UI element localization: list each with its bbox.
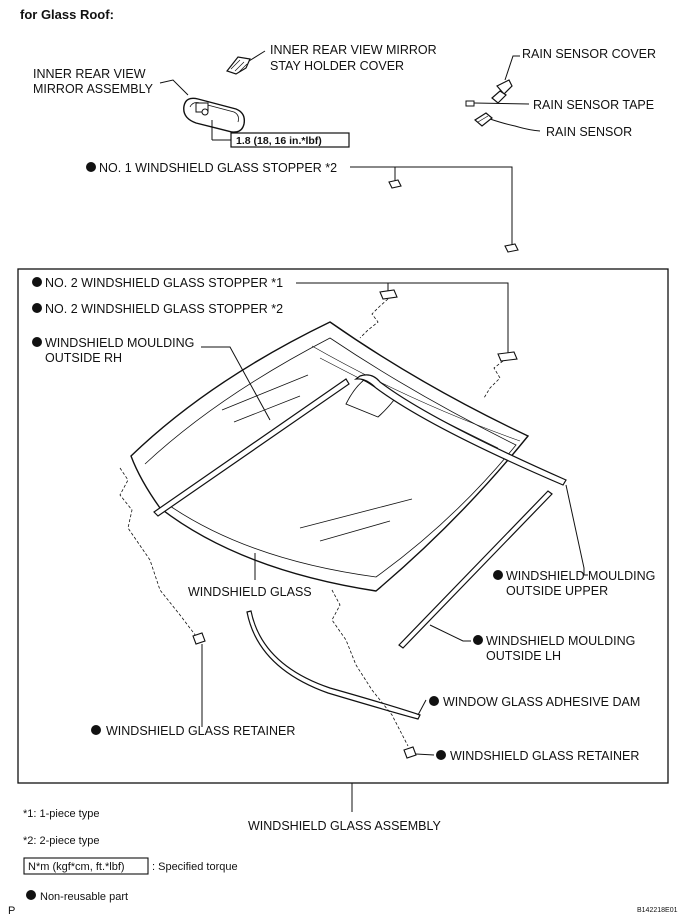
leader-line [159, 79, 189, 96]
legend-non-reusable-text: Non-reusable part [40, 891, 128, 903]
no2-stopper-part [379, 289, 398, 300]
leader-line [504, 55, 520, 81]
moulding-upper-part [353, 374, 567, 486]
diagram-title: for Glass Roof: [20, 7, 114, 22]
mirror-stay-holder-cover-part [226, 56, 251, 75]
placement-line [483, 360, 504, 399]
adhesive-dam-part [246, 610, 421, 720]
label-moulding-upper-line1: WINDSHIELD MOULDING [506, 569, 655, 583]
inner-mirror-part [183, 97, 246, 140]
label-moulding-rh-line1: WINDSHIELD MOULDING [45, 336, 194, 350]
non-reusable-mark [86, 162, 96, 172]
rain-sensor-part [473, 112, 493, 127]
non-reusable-mark [473, 635, 483, 645]
label-no2-stopper-2piece: NO. 2 WINDSHIELD GLASS STOPPER *2 [45, 302, 283, 316]
leader-line [429, 624, 471, 642]
label-retainer-right: WINDSHIELD GLASS RETAINER [450, 749, 639, 763]
retainer-right-part [403, 746, 417, 759]
no2-stopper-part [497, 351, 518, 362]
label-no2-stopper-1piece: NO. 2 WINDSHIELD GLASS STOPPER *1 [45, 276, 283, 290]
non-reusable-mark [493, 570, 503, 580]
leader-line [415, 753, 435, 756]
windshield-glass-part [130, 321, 530, 592]
leader-line [248, 50, 266, 62]
legend-torque-desc: : Specified torque [152, 861, 238, 873]
non-reusable-mark [91, 725, 101, 735]
non-reusable-mark [429, 696, 439, 706]
placement-line [119, 467, 197, 637]
placement-line [359, 298, 389, 339]
label-windshield-assembly: WINDSHIELD GLASS ASSEMBLY [248, 819, 442, 833]
leader-line [489, 118, 541, 132]
moulding-rh-part [153, 378, 350, 517]
label-adhesive-dam: WINDOW GLASS ADHESIVE DAM [443, 695, 640, 709]
leader-line [296, 282, 509, 353]
torque-value: 1.8 (18, 16 in.*lbf) [236, 135, 322, 147]
label-moulding-upper-line2: OUTSIDE UPPER [506, 584, 608, 598]
label-retainer-left: WINDSHIELD GLASS RETAINER [106, 724, 295, 738]
legend-non-reusable-mark [26, 890, 36, 900]
label-no1-stopper: NO. 1 WINDSHIELD GLASS STOPPER *2 [99, 161, 337, 175]
label-moulding-lh-line1: WINDSHIELD MOULDING [486, 634, 635, 648]
placement-line [331, 589, 409, 747]
non-reusable-mark [32, 337, 42, 347]
non-reusable-mark [32, 277, 42, 287]
torque-box [230, 132, 350, 148]
non-reusable-mark [436, 750, 446, 760]
legend-note-1piece: *1: 1-piece type [23, 808, 99, 820]
legend-note-2piece: *2: 2-piece type [23, 835, 99, 847]
non-reusable-mark [32, 303, 42, 313]
label-moulding-lh-line2: OUTSIDE LH [486, 649, 561, 663]
leader-line [473, 102, 530, 105]
moulding-lh-part [398, 490, 553, 649]
rain-sensor-tape-part [465, 100, 475, 107]
leader-line [565, 484, 588, 576]
label-mirror-stay-cover-line2: STAY HOLDER COVER [270, 59, 404, 73]
label-rain-sensor: RAIN SENSOR [546, 125, 632, 139]
label-mirror-stay-cover-line1: INNER REAR VIEW MIRROR [270, 43, 437, 57]
no1-stopper-part [504, 243, 519, 253]
leader-line [417, 699, 427, 716]
assembly-frame [17, 268, 669, 784]
retainer-left-part [192, 632, 206, 645]
leader-line [201, 346, 271, 421]
legend-torque-box [23, 857, 149, 875]
label-moulding-rh-line2: OUTSIDE RH [45, 351, 122, 365]
footer-mark: P [8, 905, 15, 917]
legend-torque-unit: N*m (kgf*cm, ft.*lbf) [28, 861, 125, 873]
figure-id: B142218E01 [637, 907, 678, 914]
leader-line [350, 166, 513, 246]
label-rain-sensor-cover: RAIN SENSOR COVER [522, 47, 656, 61]
label-mirror-assembly-line1: INNER REAR VIEW [33, 67, 146, 81]
label-mirror-assembly-line2: MIRROR ASSEMBLY [33, 82, 154, 96]
rain-sensor-cover-part [491, 79, 513, 104]
label-windshield-glass: WINDSHIELD GLASS [188, 585, 312, 599]
label-rain-sensor-tape: RAIN SENSOR TAPE [533, 98, 654, 112]
no1-stopper-part [388, 179, 402, 189]
